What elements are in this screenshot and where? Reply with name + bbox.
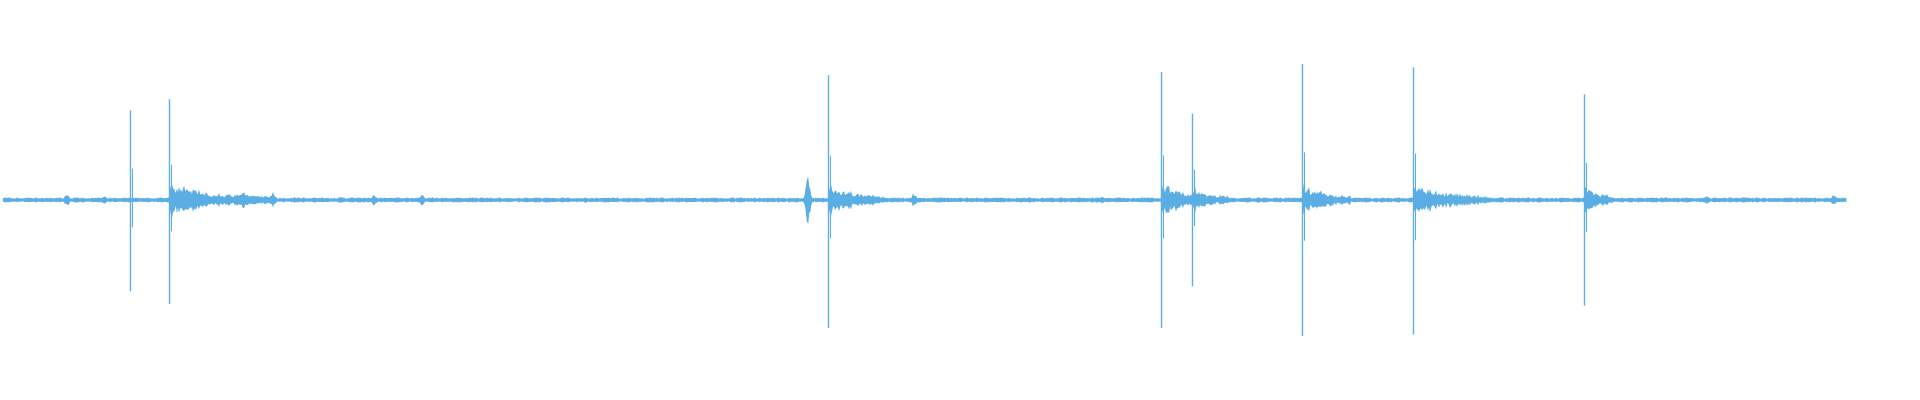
waveform-trace bbox=[2, 64, 1847, 336]
